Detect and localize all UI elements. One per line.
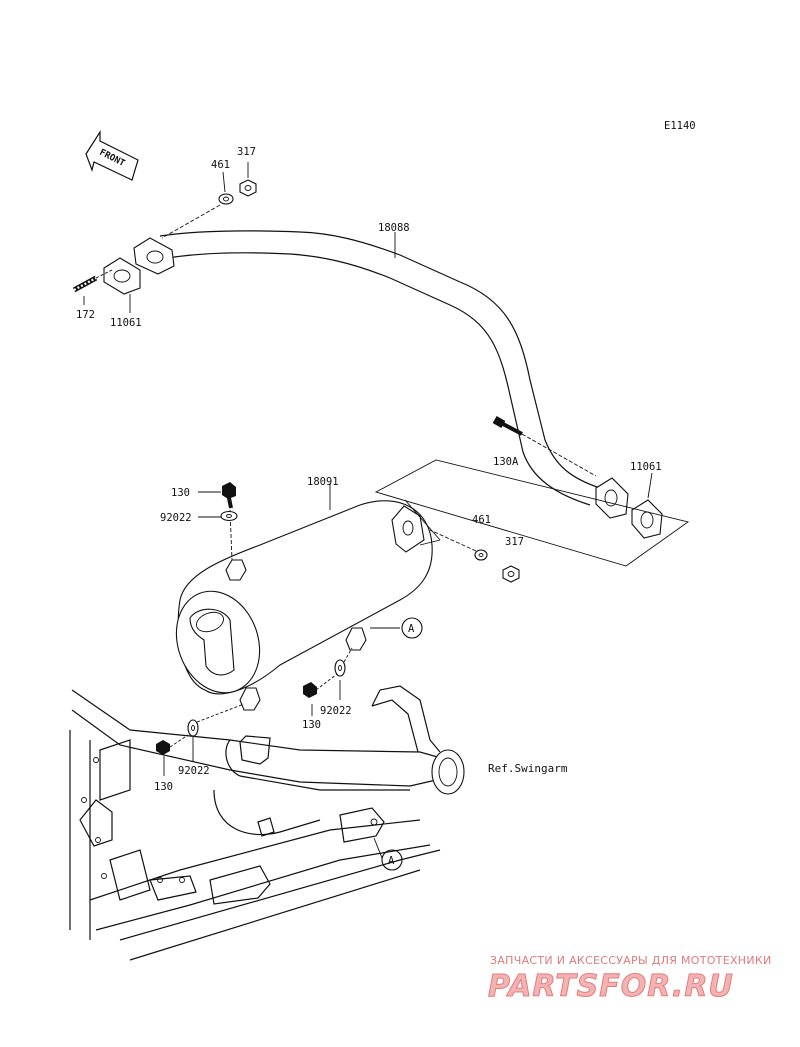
watermark-line1: ЗАПЧАСТИ И АКСЕССУАРЫ ДЛЯ МОТОТЕХНИКИ bbox=[490, 954, 772, 967]
label-130-top: 130 bbox=[171, 487, 190, 499]
muffler-18091 bbox=[175, 499, 441, 711]
label-92022-mid: 92022 bbox=[320, 705, 352, 717]
nut-317-mid bbox=[502, 565, 520, 583]
bolt-130-bottom bbox=[156, 734, 189, 755]
front-arrow-icon: FRONT bbox=[85, 129, 139, 181]
washer-461-mid bbox=[429, 529, 488, 561]
watermark-logo: ЗАПЧАСТИ И АКСЕССУАРЫ ДЛЯ МОТОТЕХНИКИ PA… bbox=[488, 954, 772, 1005]
label-130A: 130A bbox=[493, 456, 519, 468]
leader-lines bbox=[83, 162, 653, 859]
label-18091: 18091 bbox=[307, 476, 339, 488]
gasket-11061-right bbox=[631, 499, 663, 539]
label-172: 172 bbox=[76, 309, 95, 321]
nut-317-top bbox=[239, 179, 257, 197]
label-130-bottom: 130 bbox=[154, 781, 173, 793]
watermark-line2: PARTSFOR.RU bbox=[488, 969, 734, 1004]
bolt-130A bbox=[492, 416, 597, 477]
gasket-11061-left bbox=[103, 257, 141, 295]
washer-92022-top bbox=[220, 510, 238, 522]
washer-92022-bottom bbox=[187, 703, 245, 737]
label-92022-bottom: 92022 bbox=[178, 765, 210, 777]
callout-a-2-label: A bbox=[388, 855, 395, 867]
exhaust-pipe-18088 bbox=[133, 230, 629, 519]
label-92022-top: 92022 bbox=[160, 512, 192, 524]
label-461-mid: 461 bbox=[472, 514, 491, 526]
callout-a-1-label: A bbox=[408, 623, 415, 635]
label-11061-left: 11061 bbox=[110, 317, 142, 329]
washer-461-top bbox=[161, 193, 234, 239]
frame-swingarm bbox=[69, 685, 465, 961]
label-461-top: 461 bbox=[211, 159, 230, 171]
stud-172 bbox=[72, 269, 113, 293]
label-317-mid: 317 bbox=[505, 536, 524, 548]
label-317-top: 317 bbox=[237, 146, 256, 158]
label-11061-right: 11061 bbox=[630, 461, 662, 473]
washer-92022-mid bbox=[334, 647, 353, 677]
assembly-outline bbox=[374, 459, 690, 567]
label-18088: 18088 bbox=[378, 222, 410, 234]
label-130-mid: 130 bbox=[302, 719, 321, 731]
diagram-code: E1140 bbox=[664, 120, 696, 132]
reference-label: Ref.Swingarm bbox=[488, 762, 568, 775]
callout-a-1: A bbox=[401, 617, 423, 639]
